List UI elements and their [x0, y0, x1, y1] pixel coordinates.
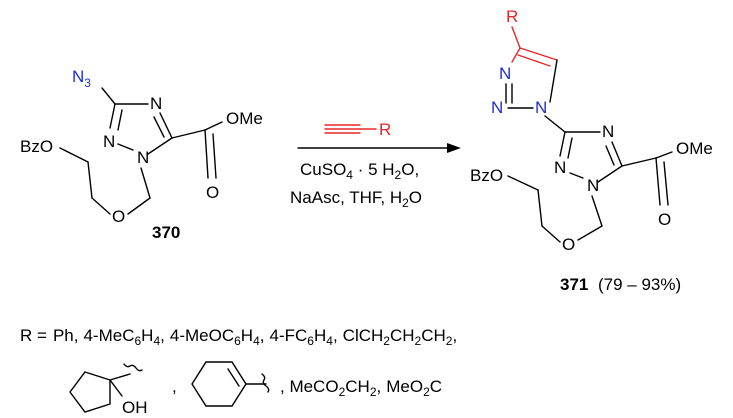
triazole-n2: N [491, 98, 503, 117]
chain-bond [87, 161, 93, 199]
triazole-n1: N [499, 64, 511, 83]
ring-bond [559, 131, 566, 157]
product-371: R N N N N N N OMe O O [470, 7, 713, 294]
compound-number-370: 370 [152, 223, 180, 242]
reactant-370: N3 N N N OMe O O BzO 370 [20, 67, 263, 242]
oh-bond [109, 379, 123, 397]
ring-bond [109, 103, 116, 129]
ester-bond [655, 151, 673, 159]
cyclopentane-ring [69, 371, 111, 413]
ring-n-bottom: N [137, 148, 149, 167]
chain-bond [507, 175, 539, 191]
chain-bond [59, 147, 89, 163]
chain-bond [577, 225, 603, 241]
chain-bond [140, 167, 151, 199]
arrow-head [447, 143, 461, 153]
bzo-label: BzO [20, 137, 53, 156]
carbonyl-o: O [206, 183, 219, 202]
condition-line-1: CuSO4 · 5 H2O, [300, 160, 419, 182]
triazole-n3: N [535, 98, 547, 117]
ether-o: O [112, 207, 125, 226]
ring-bond [117, 109, 123, 131]
chain-bond [91, 197, 111, 215]
carbonyl-bond [212, 133, 217, 179]
cyclohexene-double-bond [227, 368, 240, 387]
ester-ome: OMe [226, 109, 263, 128]
triazole-bond [549, 59, 558, 103]
ring-n-left: N [554, 158, 566, 177]
product-r-label: R [506, 7, 518, 26]
azide-label: N3 [72, 67, 91, 90]
ring-bond [597, 165, 623, 183]
carbonyl-bond [663, 161, 669, 206]
ring-bond [117, 143, 134, 151]
yield-range: (79 – 93%) [598, 275, 681, 294]
ring-bond [153, 116, 165, 138]
condition-line-2: NaAsc, THF, H2O [290, 188, 422, 210]
cyclohexene-ring [191, 361, 247, 407]
link-bond [544, 115, 566, 133]
chain-bond [591, 195, 603, 227]
reaction-arrow-group: R CuSO4 · 5 H2O, NaAsc, THF, H2O [290, 120, 461, 210]
chain-bond [127, 197, 151, 215]
r-group-legend: R =Ph,4-MeC6H4,4-MeOC6H4,4-FC6H4,ClCH2CH… [20, 326, 457, 417]
compound-number-371: 371 [560, 275, 588, 294]
r-definition-line-2: , MeCO2CH2,MeO2C [280, 377, 442, 399]
triazole-bond [517, 54, 551, 67]
chain-bond [537, 189, 543, 227]
ring-bond [611, 141, 623, 167]
ester-bond [621, 157, 657, 167]
alkyne-r-label: R [379, 120, 391, 139]
azide-bond [101, 87, 116, 105]
ring-bond [147, 137, 173, 155]
ring-bond [569, 172, 584, 179]
cyclopentanol-structure: OH [69, 363, 148, 417]
legend-comma: , [172, 377, 177, 396]
ring-n-top: N [602, 122, 614, 141]
carbonyl-bond [655, 157, 661, 206]
ring-bond [567, 137, 573, 159]
ring-n-bottom: N [587, 176, 599, 195]
wavy-attachment [123, 363, 143, 372]
chain-bond [541, 225, 561, 243]
carbonyl-o: O [658, 210, 671, 229]
triazole-bond [519, 47, 558, 61]
carbonyl-bond [204, 129, 209, 179]
oh-label: OH [122, 398, 148, 417]
wavy-attachment [261, 373, 270, 393]
ester-ome: OMe [676, 139, 713, 158]
triazole-bond [511, 47, 521, 63]
ring-bond [605, 145, 615, 166]
ester-bond [204, 121, 223, 131]
r-bond [511, 26, 521, 49]
ether-o: O [562, 235, 575, 254]
ring-bond [159, 112, 173, 139]
ester-bond [171, 129, 206, 139]
ring-n-top: N [150, 94, 162, 113]
attachment-bond [109, 373, 131, 381]
bzo-label: BzO [470, 166, 503, 185]
cyclohexenyl-structure [191, 361, 270, 407]
r-definition-line-1: R =Ph,4-MeC6H4,4-MeOC6H4,4-FC6H4,ClCH2CH… [20, 326, 457, 348]
ring-n-left: N [103, 132, 115, 151]
